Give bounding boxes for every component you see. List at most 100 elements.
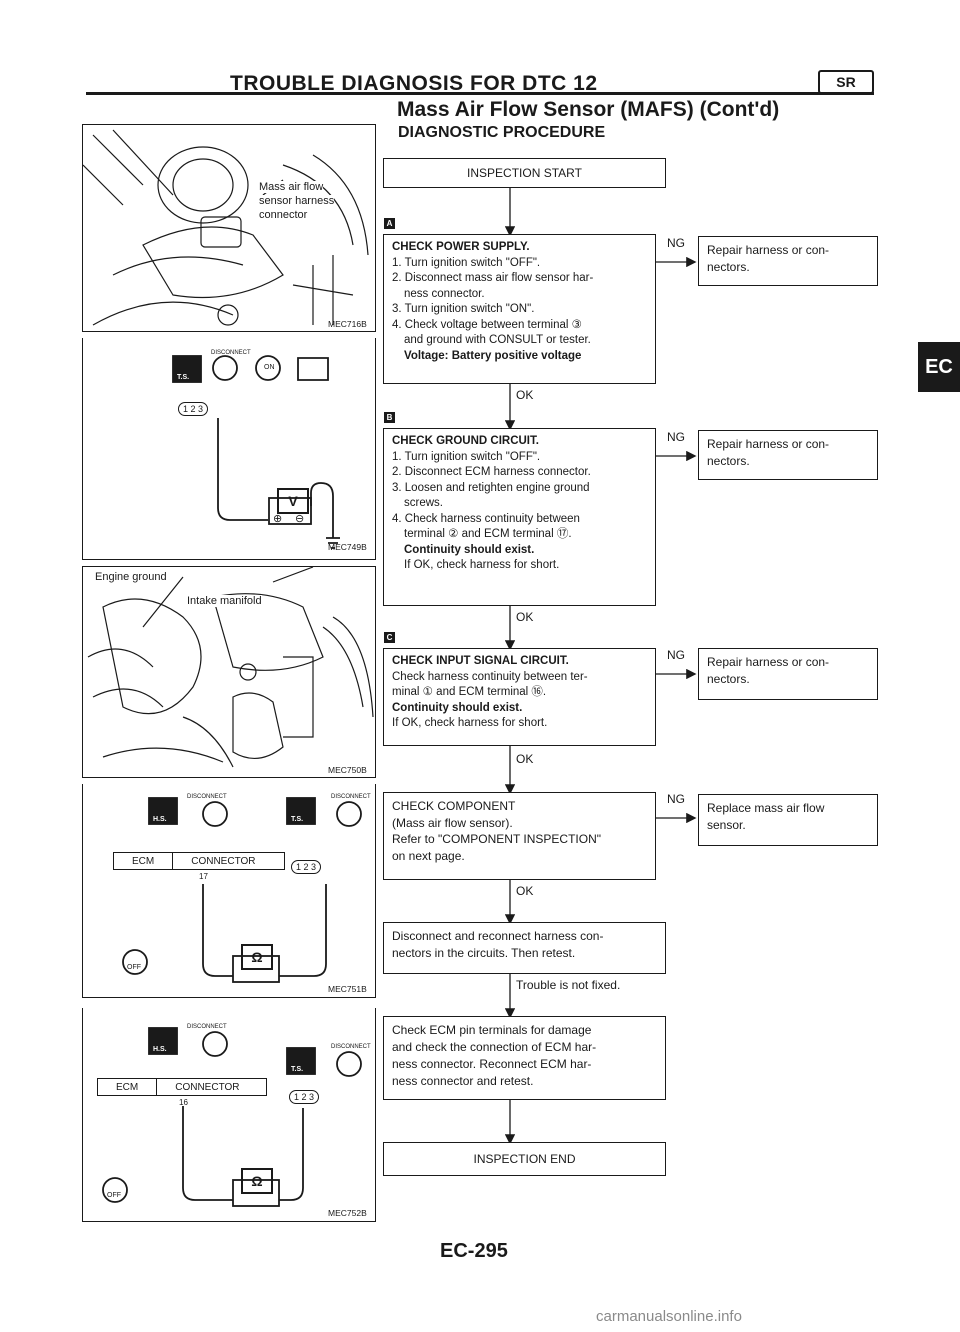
retest-line: Disconnect and reconnect harness con- <box>392 929 604 943</box>
diagram-panel-a: DISCONNECT T.S. ON 1 2 3 V ⊕ ⊖ MEC749B <box>82 338 376 560</box>
step-line: 4. Check harness continuity between <box>392 512 580 525</box>
step-line: terminal ② and ECM terminal ⑰. <box>404 528 572 540</box>
ng-action-d: Replace mass air flow sensor. <box>698 794 878 846</box>
step-heading: CHECK POWER SUPPLY. <box>392 241 530 253</box>
terminal-number: 16 <box>179 1098 188 1107</box>
tag-hs: H.S. <box>153 1046 167 1053</box>
ng-label: NG <box>667 430 685 444</box>
step-heading: CHECK INPUT SIGNAL CIRCUIT. <box>392 655 569 667</box>
diagram-panel-b: DISCONNECT H.S. DISCONNECT T.S. OFF ECM … <box>82 784 376 998</box>
ok-label: OK <box>516 884 534 898</box>
step-line: 2. Disconnect ECM harness connector. <box>392 466 591 478</box>
inspection-start-box: INSPECTION START <box>383 158 666 188</box>
figure-code: MEC749B <box>328 542 367 552</box>
ok-label: OK <box>516 752 534 766</box>
page-title: TROUBLE DIAGNOSIS FOR DTC 12 <box>230 72 598 95</box>
circuit-diagram-c <box>102 1027 362 1207</box>
step-heading: CHECK GROUND CIRCUIT. <box>392 435 539 447</box>
ng-action-line: Repair harness or con- <box>707 243 830 257</box>
retest-box: Disconnect and reconnect harness con- ne… <box>383 922 666 974</box>
ecm-check-box: Check ECM pin terminals for damage and c… <box>383 1016 666 1100</box>
label-intake-manifold: Intake manifold <box>187 595 262 607</box>
ecm-connector-c: ECM CONNECTOR <box>97 1078 267 1096</box>
callout-mafs-2: sensor harness <box>259 195 335 207</box>
retest-line: nectors in the circuits. Then retest. <box>392 946 576 960</box>
step-line: minal ① and ECM terminal ⑯. <box>392 686 547 698</box>
ecm-check-line: Check ECM pin terminals for damage <box>392 1023 592 1037</box>
figure-code: MEC751B <box>328 984 367 994</box>
ecm-check-line: and check the connection of ECM har- <box>392 1040 597 1054</box>
watermark: carmanualsonline.info <box>596 1308 742 1325</box>
sensor-connector-c: 1 2 3 <box>289 1090 320 1104</box>
step-spec: Continuity should exist. <box>404 543 535 556</box>
step-check-component: CHECK COMPONENT (Mass air flow sensor). … <box>383 792 656 880</box>
header-rule <box>86 92 874 95</box>
engine-illustration-mafs: Mass air flow sensor harness connector M… <box>82 124 376 332</box>
tag-off: OFF <box>107 1192 121 1199</box>
connector-label: CONNECTOR <box>191 855 256 867</box>
inspection-end-label: INSPECTION END <box>473 1152 576 1166</box>
step-line: screws. <box>404 497 443 509</box>
ecm-connector-b: ECM CONNECTOR <box>113 852 285 870</box>
ecm-check-line: ness connector and retest. <box>392 1074 534 1088</box>
tag-hs: H.S. <box>153 816 167 823</box>
step-line: CHECK COMPONENT <box>392 799 516 813</box>
step-line: and ground with CONSULT or tester. <box>404 334 591 346</box>
circuit-diagram-b <box>122 797 362 983</box>
tag-ts: T.S. <box>177 374 190 381</box>
step-check-input-signal: CHECK INPUT SIGNAL CIRCUIT. Check harnes… <box>383 648 656 746</box>
tag-on: ON <box>264 364 275 371</box>
ng-action-line: Replace mass air flow <box>707 801 825 815</box>
figure-code: MEC750B <box>328 765 367 775</box>
ok-label: OK <box>516 610 534 624</box>
step-marker-c: C <box>384 632 395 643</box>
tag-disconnect: DISCONNECT <box>187 794 227 800</box>
ng-action-line: sensor. <box>707 818 746 832</box>
tag-disconnect: DISCONNECT <box>331 1044 371 1050</box>
step-marker-a: A <box>384 218 395 229</box>
engine-illustration-ground: Engine ground Intake manifold MEC750B <box>82 566 376 778</box>
callout-mafs-3: connector <box>259 209 308 221</box>
ohmmeter-icon: Ω <box>241 1168 273 1194</box>
ohmmeter-icon: Ω <box>241 944 273 970</box>
engine-sketch-1 <box>83 129 369 326</box>
step-line: 1. Turn ignition switch "OFF". <box>392 450 541 463</box>
ng-label: NG <box>667 792 685 806</box>
step-line: 1. Turn ignition switch "OFF". <box>392 256 541 269</box>
inspection-end-box: INSPECTION END <box>383 1142 666 1176</box>
ng-action-b: Repair harness or con- nectors. <box>698 430 878 480</box>
tag-disconnect: DISCONNECT <box>187 1024 227 1030</box>
step-spec: Voltage: Battery positive voltage <box>404 349 582 362</box>
engine-sketch-2 <box>87 567 374 768</box>
figure-code: MEC752B <box>328 1208 367 1218</box>
step-spec: Continuity should exist. <box>392 701 523 714</box>
diagram-panel-c: DISCONNECT H.S. DISCONNECT T.S. OFF ECM … <box>82 1008 376 1222</box>
ng-action-line: Repair harness or con- <box>707 655 830 669</box>
ng-label: NG <box>667 236 685 250</box>
terminal-number: 17 <box>199 872 208 881</box>
step-line: ness connector. <box>404 287 485 300</box>
step-line: If OK, check harness for short. <box>404 559 560 571</box>
ng-action-a: Repair harness or con- nectors. <box>698 236 878 286</box>
tag-disconnect: DISCONNECT <box>211 350 251 356</box>
step-line: 3. Turn ignition switch "ON". <box>392 303 535 315</box>
step-line: on next page. <box>392 848 465 863</box>
step-line: Refer to "COMPONENT INSPECTION" <box>392 832 601 846</box>
meter-plus: ⊕ <box>273 513 283 525</box>
procedure-title: DIAGNOSTIC PROCEDURE <box>398 124 606 141</box>
step-line: (Mass air flow sensor). <box>392 815 513 830</box>
inspection-start-label: INSPECTION START <box>467 166 582 180</box>
meter-minus: ⊖ <box>295 513 305 525</box>
label-engine-ground: Engine ground <box>95 571 167 583</box>
ng-action-line: Repair harness or con- <box>707 437 830 451</box>
step-line: 4. Check voltage between terminal ③ <box>392 318 582 331</box>
ng-action-line: nectors. <box>707 454 750 468</box>
page-subtitle: Mass Air Flow Sensor (MAFS) (Cont'd) <box>397 98 780 121</box>
ok-label: OK <box>516 388 534 402</box>
connector-label: CONNECTOR <box>175 1081 240 1093</box>
tag-disconnect: DISCONNECT <box>331 794 371 800</box>
sensor-connector-b: 1 2 3 <box>291 860 322 874</box>
figure-code: MEC716B <box>328 319 367 329</box>
ng-action-c: Repair harness or con- nectors. <box>698 648 878 700</box>
